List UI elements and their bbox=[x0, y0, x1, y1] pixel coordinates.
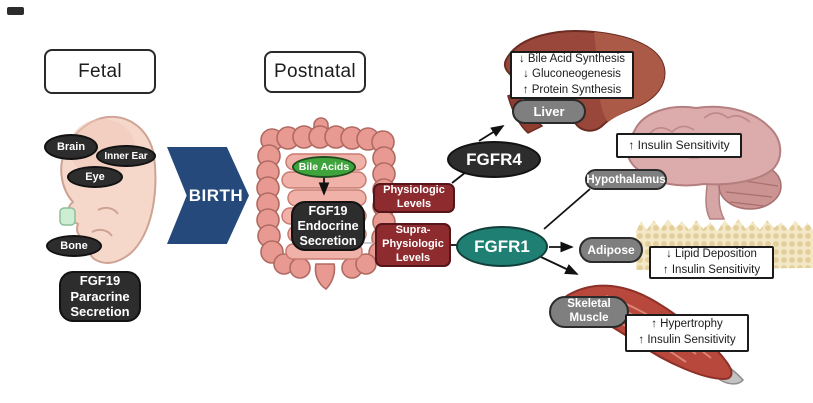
arrow-fgfr1-to-skeletal-muscle bbox=[540, 256, 579, 275]
fgfr4-receptor-node: FGFR4 bbox=[447, 141, 541, 178]
liver-node: Liver bbox=[512, 99, 586, 124]
fetal-site-brain: Brain bbox=[44, 134, 98, 160]
supra-physiologic-levels-node: Supra- Physiologic Levels bbox=[375, 223, 451, 267]
fgf19-endocrine-secretion-node: FGF19 Endocrine Secretion bbox=[291, 201, 365, 251]
bone-label: Bone bbox=[60, 240, 88, 252]
fgfr1-label: FGFR1 bbox=[474, 236, 530, 256]
adipose-label: Adipose bbox=[587, 243, 635, 257]
adipose-effects-text: ↓ Lipid Deposition ↑ Insulin Sensitivity bbox=[662, 247, 761, 276]
skeletal-muscle-effects-box: ↑ Hypertrophy ↑ Insulin Sensitivity bbox=[625, 314, 749, 352]
fgf19-endocrine-secretion-label: FGF19 Endocrine Secretion bbox=[297, 203, 359, 248]
birth-label: BIRTH bbox=[188, 185, 244, 205]
brain-label: Brain bbox=[56, 141, 86, 153]
postnatal-stage-label: Postnatal bbox=[274, 61, 356, 82]
hypothalamus-effects-text: ↑ Insulin Sensitivity bbox=[628, 138, 730, 153]
hypothalamus-node: Hypothalamus bbox=[585, 169, 667, 190]
fetal-stage-label: Fetal bbox=[78, 60, 122, 82]
corner-mark bbox=[7, 7, 24, 15]
fgfr1-receptor-node: FGFR1 bbox=[456, 226, 548, 267]
adipose-effects-box: ↓ Lipid Deposition ↑ Insulin Sensitivity bbox=[649, 246, 774, 279]
hypothalamus-label: Hypothalamus bbox=[586, 173, 666, 186]
fgf19-paracrine-secretion-label: FGF19 Paracrine Secretion bbox=[70, 273, 130, 320]
fetal-site-bone: Bone bbox=[46, 235, 102, 257]
liver-effects-box: ↓ Bile Acid Synthesis ↓ Gluconeogenesis … bbox=[510, 51, 634, 99]
inner-ear-label: Inner Ear bbox=[104, 150, 148, 162]
skeletal-muscle-effects-text: ↑ Hypertrophy ↑ Insulin Sensitivity bbox=[638, 318, 736, 346]
adipose-node: Adipose bbox=[579, 237, 643, 263]
physiologic-levels-node: Physiologic Levels bbox=[373, 183, 455, 213]
liver-effects-text: ↓ Bile Acid Synthesis ↓ Gluconeogenesis … bbox=[518, 52, 626, 96]
fgf19-paracrine-secretion-node: FGF19 Paracrine Secretion bbox=[59, 271, 141, 322]
line-fgfr1-to-hypothalamus bbox=[543, 188, 591, 230]
fgfr4-label: FGFR4 bbox=[466, 149, 522, 169]
liver-label: Liver bbox=[533, 104, 565, 119]
skeletal-muscle-node: Skeletal Muscle bbox=[549, 296, 629, 328]
bile-acids-node: Bile Acids bbox=[292, 156, 356, 178]
eye-label: Eye bbox=[85, 171, 105, 183]
arrow-fgfr4-to-liver bbox=[478, 125, 505, 142]
bile-acids-label: Bile Acids bbox=[298, 161, 350, 173]
supra-physiologic-levels-label: Supra- Physiologic Levels bbox=[382, 224, 444, 264]
fetal-site-eye: Eye bbox=[67, 166, 123, 188]
physiologic-levels-label: Physiologic Levels bbox=[383, 184, 445, 210]
postnatal-stage-box: Postnatal bbox=[264, 51, 366, 93]
fetus-band bbox=[59, 207, 76, 226]
hypothalamus-effects-box: ↑ Insulin Sensitivity bbox=[616, 133, 742, 158]
fetal-site-inner-ear: Inner Ear bbox=[96, 145, 156, 167]
fetal-stage-box: Fetal bbox=[44, 49, 156, 94]
skeletal-muscle-label: Skeletal Muscle bbox=[567, 298, 611, 324]
